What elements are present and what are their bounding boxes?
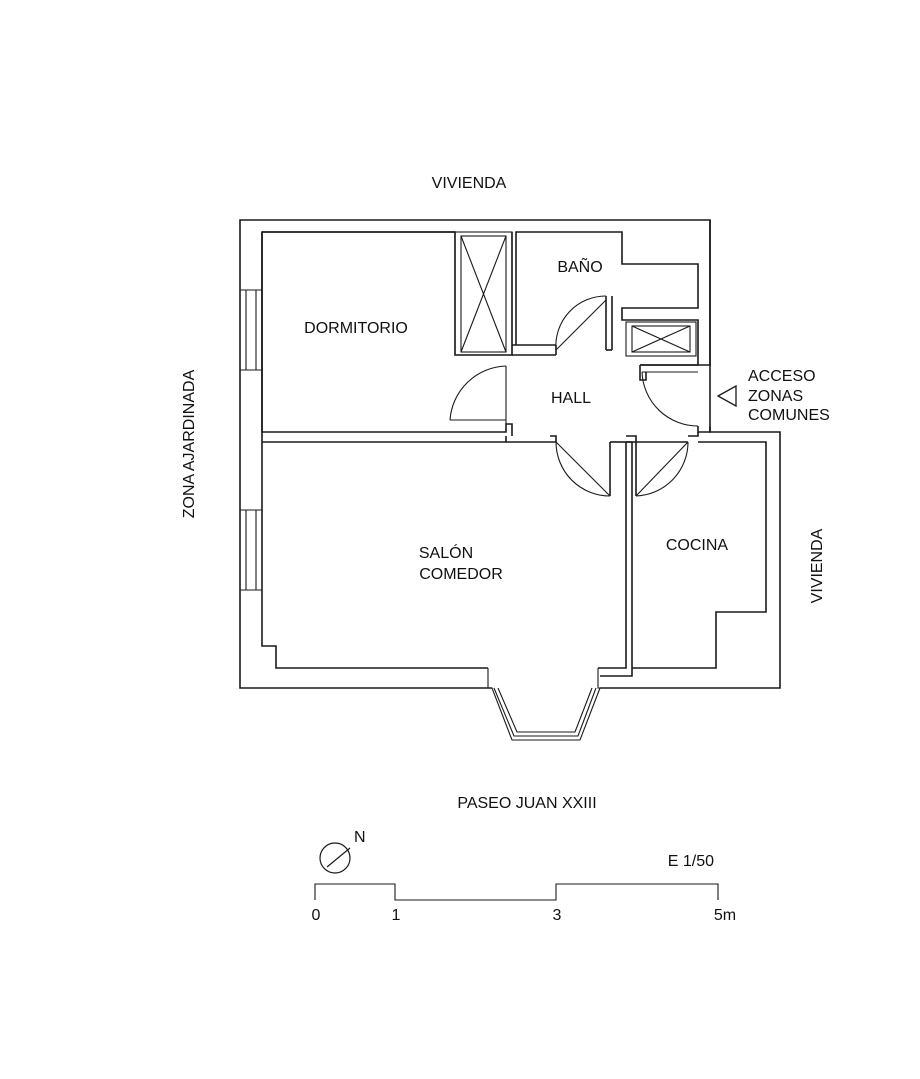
- north-indicator: N: [319, 829, 366, 874]
- scale-tick-0: 0: [312, 907, 321, 924]
- wardrobe: [454, 231, 557, 356]
- label-bano: BAÑO: [557, 256, 602, 276]
- scale-ratio: E 1/50: [668, 853, 714, 870]
- doors: [449, 295, 711, 497]
- north-label: N: [354, 829, 366, 846]
- bay-window: [487, 668, 601, 741]
- label-acceso-1: ACCESO: [748, 368, 816, 385]
- room-salon: [261, 441, 627, 669]
- left-windows: [240, 289, 262, 591]
- label-top-neighbor: VIVIENDA: [432, 175, 507, 192]
- label-dormitorio: DORMITORIO: [304, 320, 408, 337]
- duct: [625, 321, 697, 357]
- label-street: PASEO JUAN XXIII: [457, 795, 596, 812]
- compass-icon: [319, 842, 351, 874]
- label-cocina: COCINA: [666, 537, 729, 554]
- scale-bar: E 1/50 0 1 3 5m: [312, 853, 737, 924]
- label-salon-2: COMEDOR: [419, 566, 503, 583]
- label-left-zone: ZONA AJARDINADA: [181, 369, 198, 518]
- scale-tick-1: 1: [392, 907, 401, 924]
- label-hall: HALL: [551, 390, 591, 407]
- label-acceso-2: ZONAS: [748, 388, 803, 405]
- scale-tick-3: 3: [553, 907, 562, 924]
- label-salon-1: SALÓN: [419, 543, 473, 562]
- exterior-walls: [239, 219, 781, 689]
- room-cocina: [632, 441, 767, 669]
- scale-tick-5m: 5m: [714, 907, 736, 924]
- north-arrow-icon: [326, 847, 351, 868]
- access-arrow-icon: [716, 384, 737, 408]
- room-bano: [515, 220, 711, 366]
- room-dormitorio: [261, 231, 513, 443]
- label-acceso-3: COMUNES: [748, 407, 830, 424]
- label-right-neighbor: VIVIENDA: [809, 528, 826, 603]
